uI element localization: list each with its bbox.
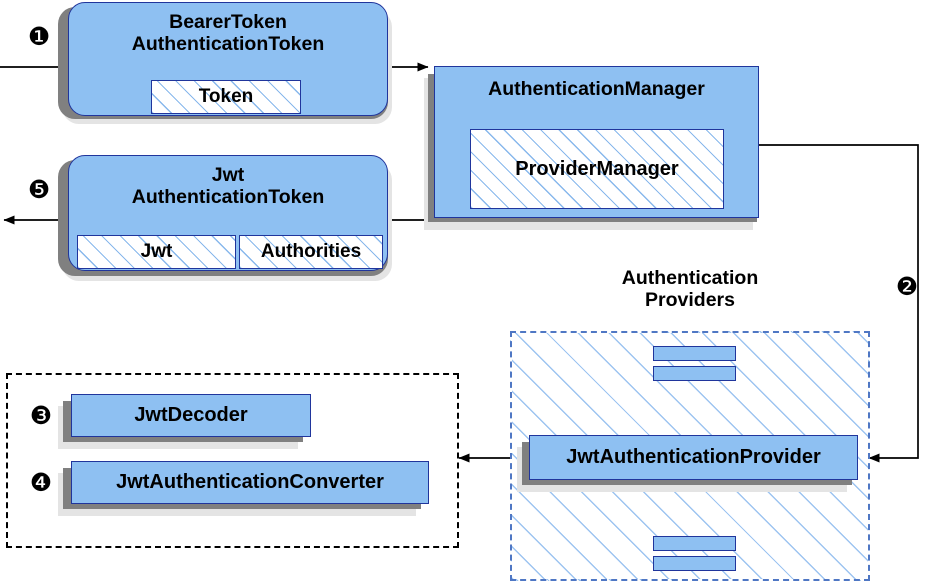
jwt-provider-label: JwtAuthenticationProvider (566, 446, 821, 469)
authentication-manager-node[interactable]: AuthenticationManager ProviderManager (434, 66, 759, 218)
authorities-inner-box[interactable]: Authorities (239, 235, 383, 269)
jwt-authentication-provider-node[interactable]: JwtAuthenticationProvider (529, 435, 858, 480)
step-marker-4: ❹ (29, 468, 53, 497)
provider-placeholder-bar-bottom-1 (653, 536, 736, 551)
jwt-authentication-converter-node[interactable]: JwtAuthenticationConverter (71, 461, 429, 504)
step-marker-5: ❺ (27, 175, 51, 204)
jwt-token-title-line1: Jwt (211, 164, 245, 186)
jwt-authentication-token-node[interactable]: Jwt AuthenticationToken Jwt Authorities (68, 155, 388, 271)
bearer-token-authentication-token-node[interactable]: BearerToken AuthenticationToken Token (68, 2, 388, 116)
provider-placeholder-bar-bottom-2 (653, 556, 736, 571)
jwt-decoder-node[interactable]: JwtDecoder (71, 394, 311, 437)
providers-label-line2: Providers (645, 288, 735, 311)
token-inner-box[interactable]: Token (151, 80, 301, 114)
authentication-manager-title: AuthenticationManager (488, 78, 705, 100)
jwt-inner-box[interactable]: Jwt (77, 235, 236, 269)
provider-placeholder-bar-top-1 (653, 346, 736, 361)
step-marker-2: ❷ (895, 272, 919, 301)
jwt-token-title: Jwt AuthenticationToken (131, 164, 325, 209)
jwt-decoder-label: JwtDecoder (134, 404, 248, 427)
jwt-token-title-line2: AuthenticationToken (131, 185, 325, 208)
provider-placeholder-bar-top-2 (653, 366, 736, 381)
bearer-token-title-line2: AuthenticationToken (131, 32, 325, 55)
providers-label-line1: Authentication (621, 267, 759, 289)
jwt-converter-label: JwtAuthenticationConverter (116, 471, 384, 494)
support-components-container (6, 373, 459, 548)
provider-manager-inner-box[interactable]: ProviderManager (470, 129, 724, 209)
bearer-token-title-line1: BearerToken (169, 11, 287, 33)
step-marker-1: ❶ (27, 22, 51, 51)
authentication-providers-label: Authentication Providers (580, 267, 800, 312)
step-marker-3: ❸ (29, 401, 53, 430)
bearer-token-title: BearerToken AuthenticationToken (131, 11, 325, 56)
